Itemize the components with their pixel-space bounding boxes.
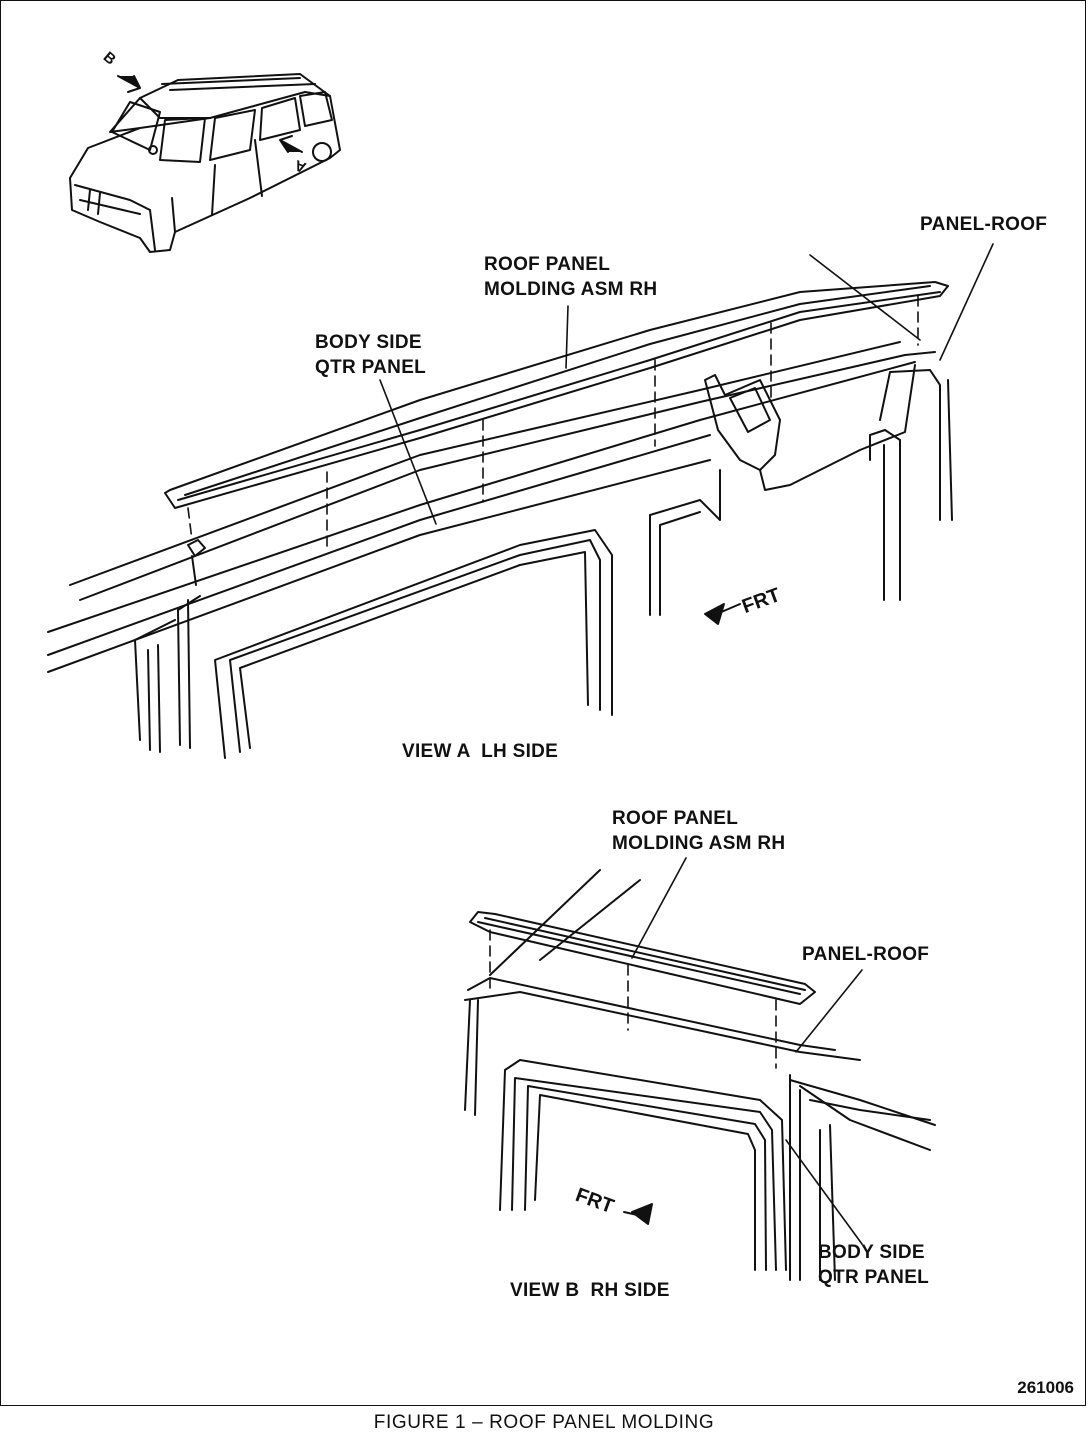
figure-number: 261006 [1017,1378,1074,1397]
view-a-qtr-label-line2: QTR PANEL [315,357,427,378]
view-a-molding-label-line1: ROOF PANEL [484,254,611,275]
view-b-qtr-label: BODY SIDE QTR PANEL [818,1240,929,1290]
van-key-sketch [69,73,341,253]
view-b-title: VIEW B RH SIDE [510,1280,670,1301]
view-a-qtr-label: BODY SIDE QTR PANEL [315,330,426,380]
view-a-key-letter: A [292,156,308,176]
view-b-qtr-label-line1: BODY SIDE [818,1242,925,1263]
view-b-panel-roof-label: PANEL-ROOF [802,944,930,965]
view-b-molding-label-line2: MOLDING ASM RH [612,833,786,854]
view-a-qtr-label-line1: BODY SIDE [315,332,422,353]
view-b-key-letter: B [100,49,119,69]
view-b-molding-label-line1: ROOF PANEL [612,808,739,829]
figure-frame [0,0,1086,1406]
view-a-panel-roof-label: PANEL-ROOF [920,214,1048,235]
view-b-drawing [464,857,936,1281]
view-b-molding-label: ROOF PANEL MOLDING ASM RH [612,806,785,856]
view-b-qtr-label-line2: QTR PANEL [818,1267,930,1288]
view-a-title: VIEW A LH SIDE [402,741,559,762]
view-a-drawing [47,243,994,759]
view-a-molding-label-line2: MOLDING ASM RH [484,279,658,300]
view-a-molding-label: ROOF PANEL MOLDING ASM RH [484,252,657,302]
figure-caption: FIGURE 1 – ROOF PANEL MOLDING [373,1412,715,1433]
